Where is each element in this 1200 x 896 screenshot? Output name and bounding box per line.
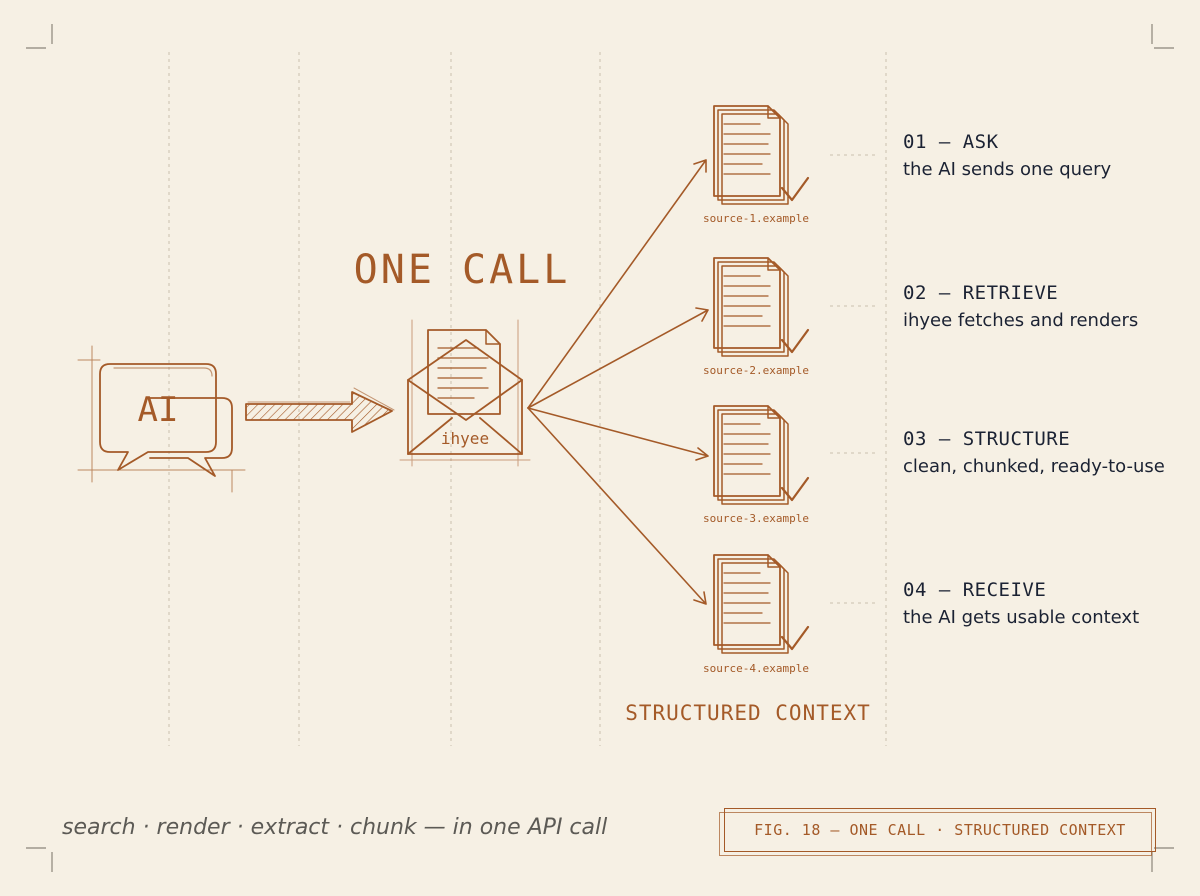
- group-label: STRUCTURED CONTEXT: [625, 701, 871, 725]
- step-desc: the AI sends one query: [903, 159, 1112, 180]
- checkmark-icon: [780, 176, 810, 202]
- document-stack-icon: [713, 405, 789, 505]
- source-doc-3: source-3.example: [703, 405, 810, 525]
- document-stack-icon: [713, 105, 789, 205]
- step-title: 03 — STRUCTURE: [903, 428, 1071, 450]
- grid-lines: [168, 52, 887, 746]
- checkmark-icon: [780, 328, 810, 354]
- source-label: source-2.example: [703, 364, 809, 377]
- checkmark-icon: [780, 625, 810, 651]
- tagline: search · render · extract · chunk — in o…: [62, 815, 608, 840]
- leader-lines: [830, 154, 876, 604]
- document-stack-icon: [713, 554, 789, 654]
- step-title: 02 — RETRIEVE: [903, 282, 1059, 304]
- figure-caption-box: FIG. 18 — ONE CALL · STRUCTURED CONTEXT: [719, 808, 1156, 856]
- step-title: 04 — RECEIVE: [903, 579, 1047, 601]
- document-stack-icon: [713, 257, 789, 357]
- step-desc: ihyee fetches and renders: [903, 310, 1139, 331]
- service-label: ihyee: [441, 429, 489, 448]
- corner-marks: [26, 24, 1174, 872]
- source-doc-4: source-4.example: [703, 554, 810, 675]
- source-label: source-1.example: [703, 212, 809, 225]
- step-desc: clean, chunked, ready-to-use: [903, 456, 1165, 477]
- checkmark-icon: [780, 476, 810, 502]
- step-receive: 04 — RECEIVE the AI gets usable context: [903, 579, 1193, 628]
- chat-bubbles-icon: AI: [77, 345, 246, 493]
- source-label: source-4.example: [703, 662, 809, 675]
- step-desc: the AI gets usable context: [903, 607, 1140, 628]
- headline: ONE CALL: [354, 247, 571, 293]
- arrow-right-icon: [245, 387, 395, 433]
- source-doc-2: source-2.example: [703, 257, 810, 377]
- step-retrieve: 02 — RETRIEVE ihyee fetches and renders: [903, 282, 1193, 331]
- step-ask: 01 — ASK the AI sends one query: [903, 131, 1193, 180]
- figure-caption: FIG. 18 — ONE CALL · STRUCTURED CONTEXT: [754, 821, 1126, 839]
- step-title: 01 — ASK: [903, 131, 999, 153]
- ai-label: AI: [138, 390, 179, 430]
- source-doc-1: source-1.example: [703, 105, 810, 225]
- source-label: source-3.example: [703, 512, 809, 525]
- envelope-document-icon: ihyee: [399, 319, 531, 467]
- step-structure: 03 — STRUCTURE clean, chunked, ready-to-…: [903, 428, 1193, 477]
- fan-out-arrows: [527, 159, 709, 605]
